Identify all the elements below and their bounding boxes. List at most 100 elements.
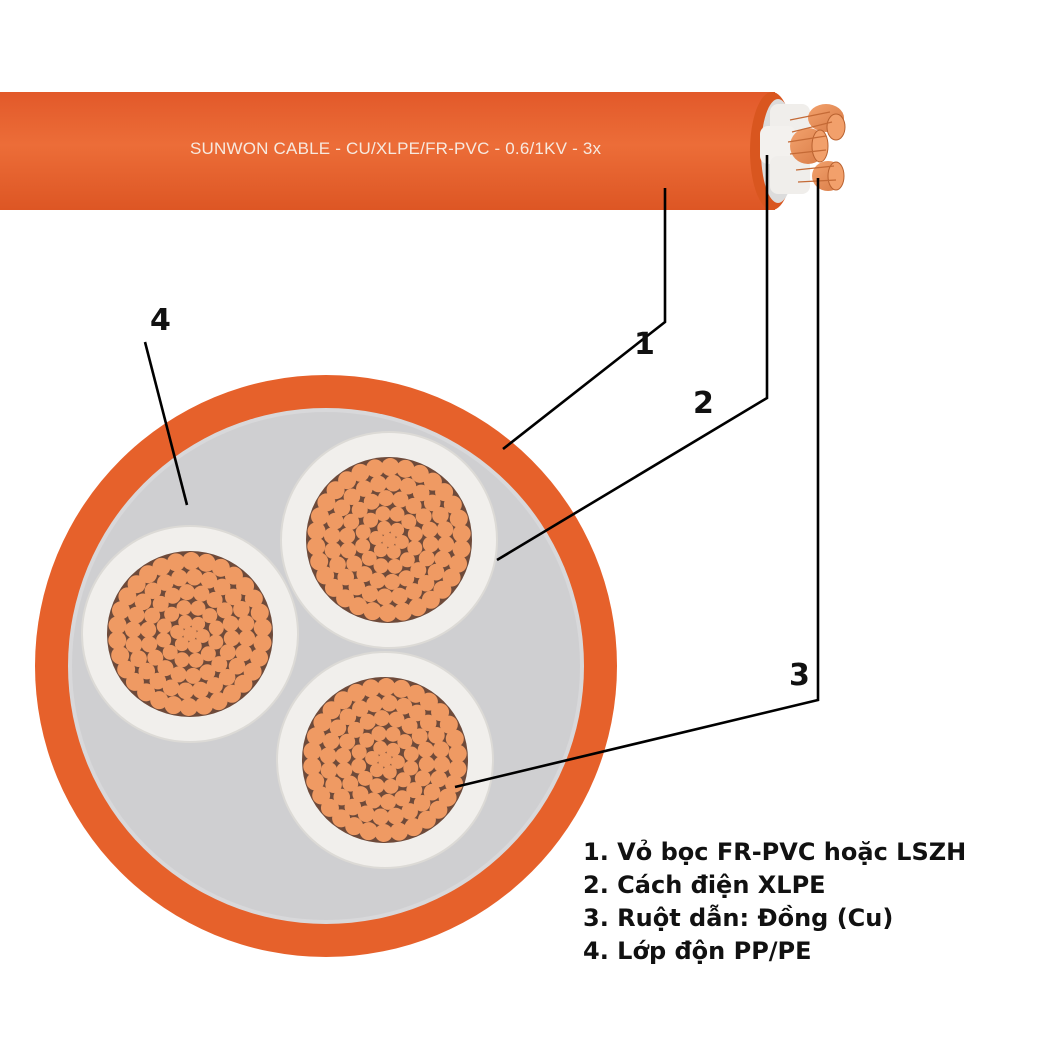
copper-strand [320, 762, 338, 779]
copper-strand [399, 552, 415, 568]
copper-strand [369, 778, 385, 794]
copper-strand [192, 681, 209, 699]
copper-strand [194, 696, 213, 715]
leader-line-3 [454, 178, 820, 789]
copper-strand [408, 704, 426, 722]
copper-strand [303, 742, 322, 761]
copper-strand [378, 753, 392, 767]
copper-strand [108, 631, 127, 650]
legend-item-conductor: 3. Ruột dẫn: Đồng (Cu) [583, 904, 894, 932]
cable-print-text: SUNWON CABLE - CU/XLPE/FR-PVC - 0.6/1KV … [190, 139, 602, 158]
copper-strand [356, 566, 373, 583]
copper-strand [434, 550, 452, 568]
copper-strand [339, 527, 356, 544]
copper-strand [351, 463, 370, 482]
copper-strand [310, 552, 329, 571]
copper-strand [382, 533, 396, 547]
copper-strand [395, 772, 411, 788]
copper-strand [388, 711, 405, 728]
copper-strand [357, 805, 375, 823]
copper-strand [162, 644, 178, 660]
copper-strand [390, 522, 405, 537]
copper-strand [313, 713, 332, 732]
copper-strand [428, 727, 445, 744]
copper-strand [233, 601, 250, 618]
copper-strand [178, 614, 193, 629]
copper-strand [250, 648, 269, 667]
copper-strand [438, 788, 457, 807]
copper-strand [125, 636, 143, 653]
copper-strand [176, 600, 192, 616]
copper-strand [365, 792, 382, 809]
core-section-left [81, 525, 299, 743]
copper-strand [437, 536, 455, 553]
copper-strand [178, 584, 195, 601]
copper-strand [236, 577, 255, 596]
copper-strand [369, 763, 384, 778]
legend: 1. Vỏ bọc FR-PVC hoặc LSZH 2. Cách điện … [583, 836, 1043, 968]
copper-strand [430, 770, 448, 788]
copper-strand [355, 524, 371, 540]
copper-strand [391, 587, 408, 605]
copper-strands-side [787, 104, 846, 191]
leader-lines [143, 155, 820, 789]
copper-strand [319, 747, 337, 764]
copper-strand [219, 644, 236, 661]
copper-strand [211, 558, 230, 577]
cable-side-view: SUNWON CABLE - CU/XLPE/FR-PVC - 0.6/1KV … [0, 92, 846, 210]
copper-strand [342, 775, 359, 792]
copper-strand [351, 501, 368, 518]
copper-strand [423, 783, 441, 801]
copper-strand [185, 667, 202, 684]
copper-strand [415, 508, 432, 525]
copper-strand [373, 543, 388, 558]
copper-strand [344, 798, 362, 816]
copper-strand [222, 684, 241, 703]
copper-strand [445, 729, 464, 748]
copper-strand [436, 521, 454, 538]
cable-outer-sheath [0, 92, 775, 210]
copper-strand [150, 691, 169, 710]
copper-strand [182, 552, 201, 571]
copper-strand [385, 474, 402, 492]
copper-strand [125, 672, 144, 691]
copper-strand [423, 494, 441, 512]
copper-strand [250, 603, 269, 622]
copper-strand [410, 562, 427, 579]
copper-strand [152, 595, 169, 612]
copper-strand [152, 557, 171, 576]
callout-1: 1 [634, 327, 655, 362]
copper-strand [384, 573, 401, 590]
copper-strand [174, 652, 190, 668]
copper-strand [373, 558, 389, 574]
copper-strand [144, 607, 161, 624]
copper-strand [351, 758, 367, 774]
copper-strand [312, 786, 331, 805]
copper-strand [404, 818, 423, 837]
copper-strand [374, 823, 393, 842]
copper-strand [323, 527, 341, 544]
copper-strand [197, 553, 216, 572]
copper-strand [401, 803, 418, 820]
copper-strand [191, 616, 206, 631]
copper-strand [439, 715, 458, 734]
copper-strand [452, 539, 471, 558]
copper-strand [244, 589, 263, 608]
copper-strand [435, 483, 454, 502]
copper-strand [351, 744, 367, 760]
copper-strand [427, 563, 445, 581]
copper-strand [359, 713, 376, 730]
copper-strand [352, 700, 369, 717]
copper-strand [223, 630, 240, 647]
callout-2: 2 [693, 386, 714, 421]
copper-strand [200, 571, 218, 589]
copper-strand [347, 683, 366, 702]
copper-strand [381, 694, 398, 712]
copper-strand [390, 754, 405, 769]
copper-strand [432, 741, 450, 758]
copper-strand [147, 649, 164, 666]
copper-strand [336, 762, 353, 779]
copper-strand [366, 459, 385, 478]
copper-strand [417, 810, 436, 829]
copper-strand [449, 509, 468, 528]
